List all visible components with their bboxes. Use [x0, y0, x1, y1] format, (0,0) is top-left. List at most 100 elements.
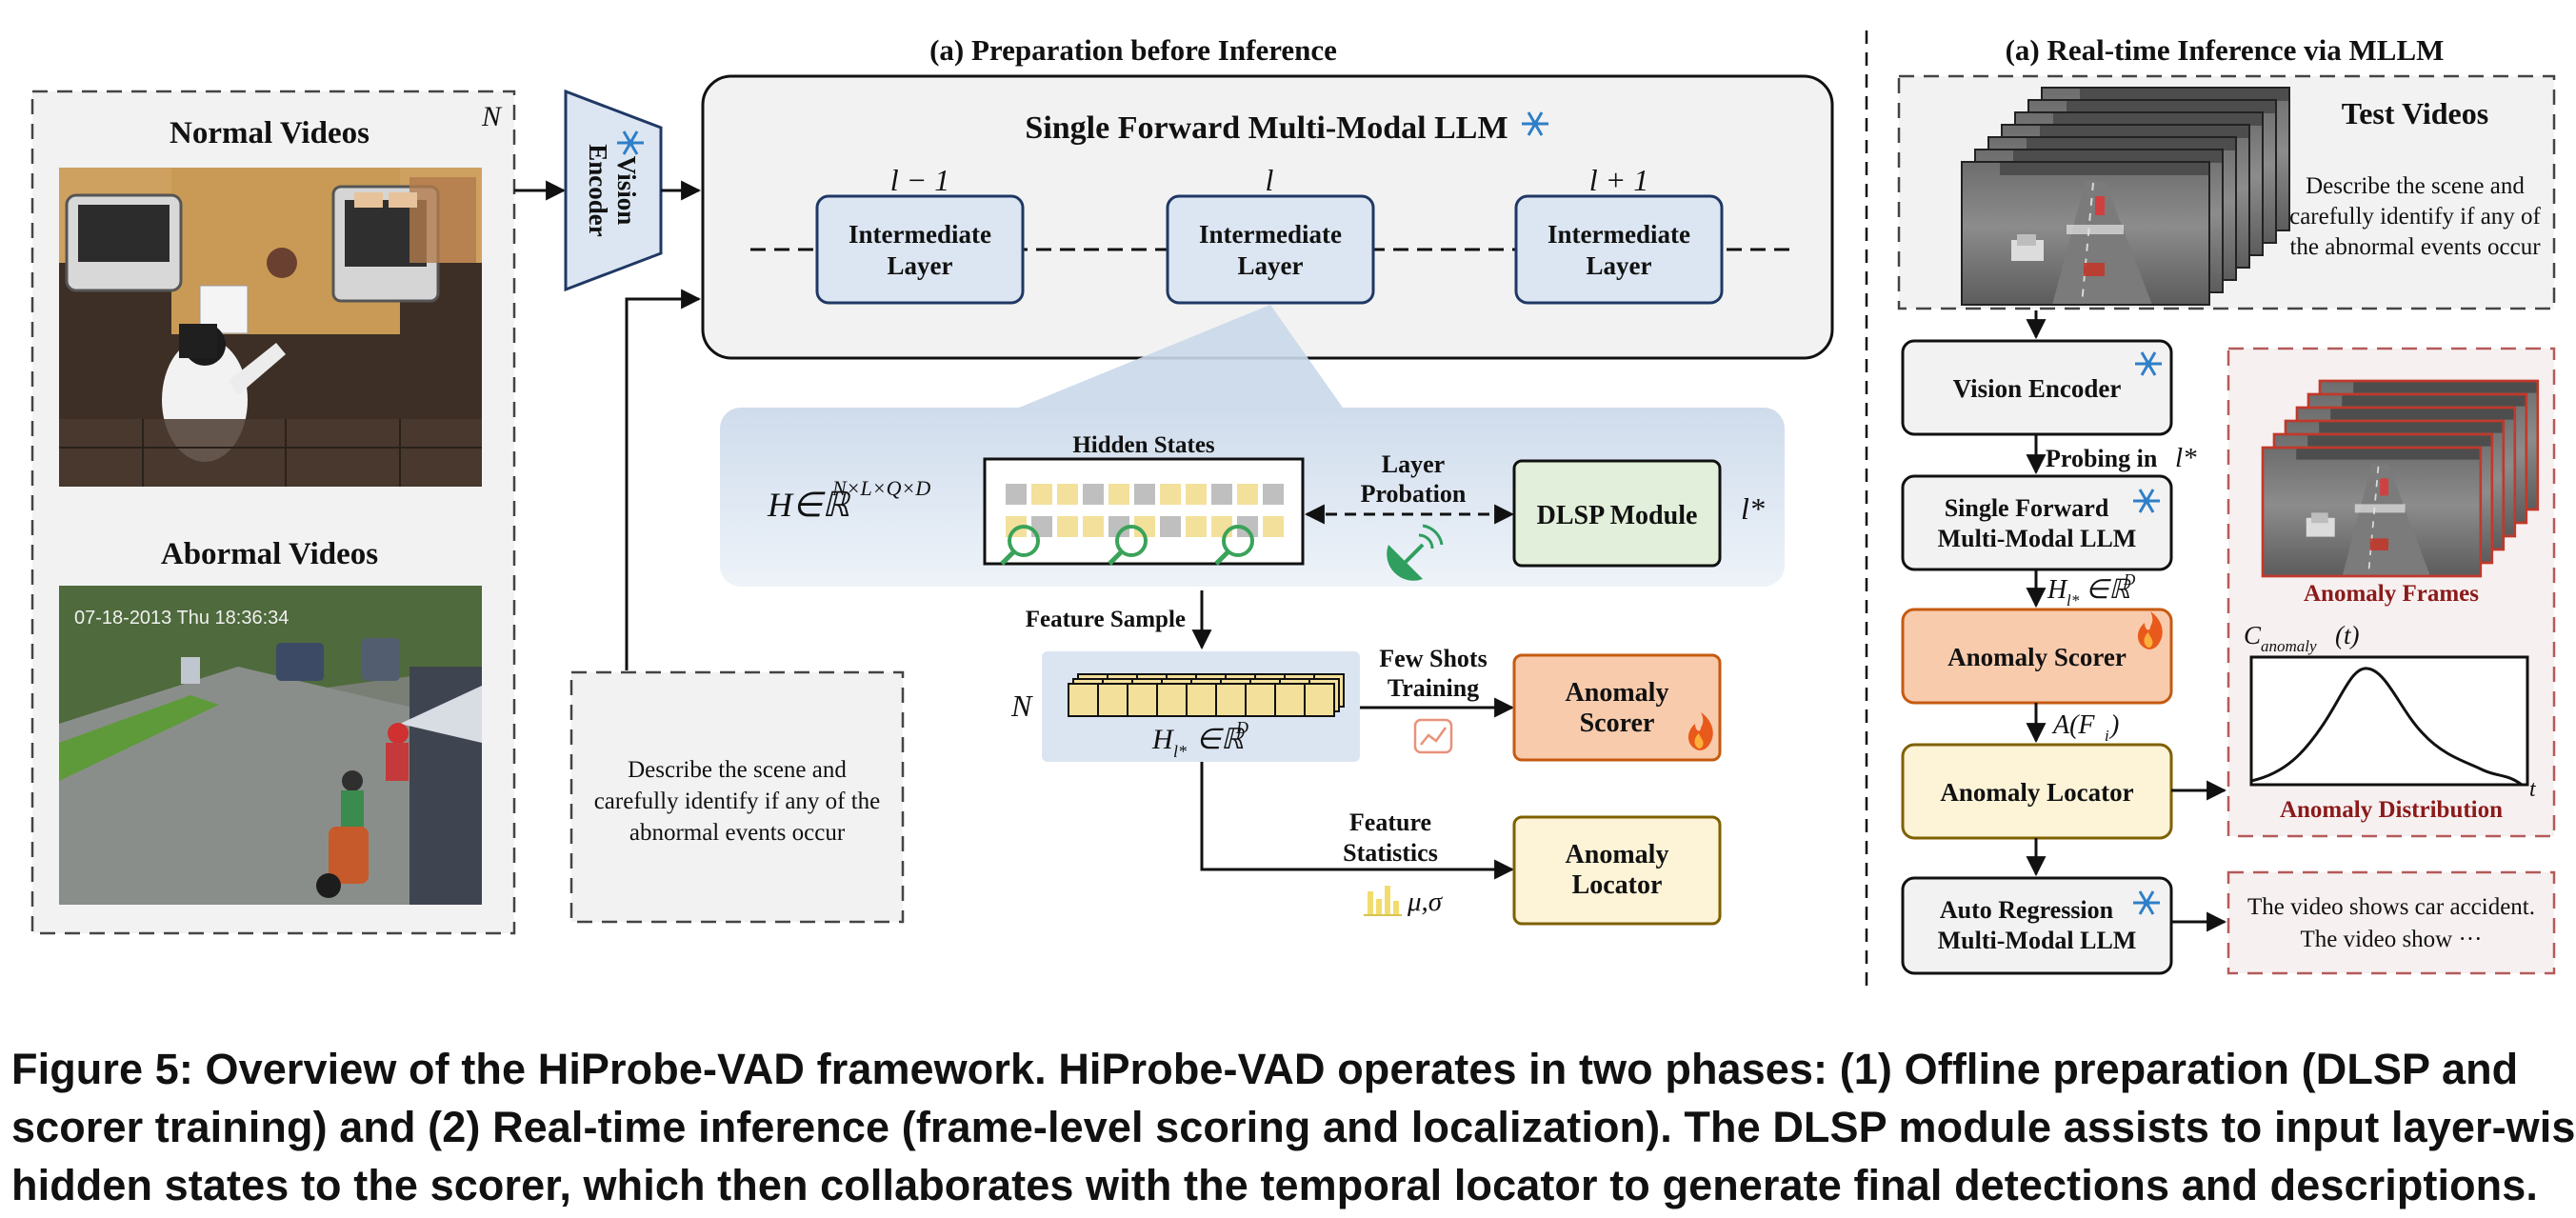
- anomaly-locator-step-label: Anomaly Locator: [1940, 778, 2133, 807]
- layer-index: l: [1266, 163, 1274, 197]
- layer-probation-line1: Layer: [1382, 450, 1445, 478]
- feature-stack: [1068, 673, 1345, 717]
- feature-cell: [1127, 683, 1158, 717]
- hidden-state-token: [1186, 516, 1207, 537]
- layer-index: l + 1: [1589, 163, 1648, 197]
- anomaly-curve: [2250, 667, 2523, 787]
- feature-cell: [1156, 683, 1188, 717]
- few-shots-line1: Few Shots: [1379, 645, 1487, 672]
- statistics-arrow: [1200, 762, 1515, 880]
- test-video-stack: [1961, 87, 2290, 306]
- h-rest: ∈ℝ: [2086, 575, 2131, 605]
- magnifier-icon: [1214, 525, 1254, 566]
- prompt-box: [569, 670, 905, 924]
- prompt-line1: Describe the scene and: [628, 757, 847, 783]
- prompt-to-llm-arrow: [625, 289, 702, 670]
- anomaly-frames-label: Anomaly Frames: [2304, 581, 2479, 607]
- few-shots-line2: Training: [1388, 674, 1479, 702]
- anomaly-score-formula: A(F i ): [2051, 710, 2119, 745]
- a-fi: A(F: [2051, 710, 2095, 740]
- abnormal-videos-title: Abormal Videos: [161, 537, 378, 571]
- h-sub: l*: [2067, 591, 2080, 609]
- output-line2: The video show ···: [2301, 927, 2483, 952]
- llm-step-line2: Multi-Modal LLM: [1938, 525, 2137, 552]
- frame-border: [2261, 446, 2483, 578]
- hidden-state-token: [1108, 484, 1129, 505]
- caption-line1: Figure 5: Overview of the HiProbe-VAD fr…: [11, 1045, 2519, 1093]
- layer-label-line2: Layer: [888, 251, 953, 280]
- hidden-state-token: [1186, 484, 1207, 505]
- hidden-state-formula: H∈ℝ N×L×Q×D: [767, 476, 930, 524]
- layer-label-line2: Layer: [1587, 251, 1652, 280]
- training-chart-icon: [1413, 718, 1453, 754]
- test-prompt-line3: the abnormal events occur: [2289, 234, 2541, 260]
- hidden-state-token: [1006, 484, 1027, 505]
- feature-cell: [1304, 683, 1335, 717]
- c-rest: (t): [2335, 621, 2359, 649]
- figure-caption: Figure 5: Overview of the HiProbe-VAD fr…: [11, 1040, 2576, 1214]
- probed-state-formula: H l* ∈ℝ D: [2047, 570, 2136, 609]
- h-feature-sub: l*: [1173, 742, 1187, 761]
- feature-cell: [1186, 683, 1217, 717]
- bar-stats-icon: [1364, 886, 1402, 916]
- auto-regression-line1: Auto Regression: [1940, 896, 2114, 924]
- feature-cell: [1097, 683, 1128, 717]
- feature-n-label: N: [1010, 689, 1033, 723]
- probing-in-label: Probing in: [2046, 445, 2158, 472]
- frame-border: [1961, 161, 2210, 306]
- llm-title: Single Forward Multi-Modal LLM: [1025, 110, 1508, 146]
- hidden-state-token: [1160, 484, 1181, 505]
- magnifier-icon: [1000, 525, 1040, 566]
- anomaly-scorer-block: [1512, 653, 1722, 762]
- hidden-state-token: [1134, 484, 1155, 505]
- prompt-line2: carefully identify if any of the: [594, 789, 881, 814]
- hiprobe-vad-diagram: (a) Preparation before Inference N Norma…: [30, 30, 2556, 987]
- feature-cell: [1245, 683, 1276, 717]
- c-label: C: [2244, 621, 2262, 649]
- test-prompt-line2: carefully identify if any of: [2289, 204, 2541, 230]
- layer-label-line1: Intermediate: [849, 220, 991, 249]
- test-video-frame: [1961, 161, 2210, 306]
- anomaly-distribution-label: Anomaly Distribution: [2280, 797, 2503, 823]
- vision-encoder-block: [564, 89, 663, 292]
- video-timestamp: 07-18-2013 Thu 18:36:34: [74, 608, 289, 629]
- hidden-state-token: [1057, 516, 1078, 537]
- intermediate-layer-prev: l − 1 Intermediate Layer: [815, 163, 1025, 305]
- layer-probation-line2: Probation: [1361, 480, 1467, 508]
- feature-stats-line2: Statistics: [1343, 839, 1438, 867]
- h-feature-sup: D: [1235, 718, 1248, 737]
- llm-step: [1901, 474, 2173, 571]
- hidden-states-title: Hidden States: [1072, 432, 1215, 458]
- dlsp-module-block: [1512, 459, 1722, 568]
- feature-cell: [1274, 683, 1306, 717]
- t-axis-label: t: [2529, 777, 2537, 802]
- layer-label-line1: Intermediate: [1199, 220, 1342, 249]
- layer-index: l − 1: [890, 163, 949, 197]
- feature-cell: [1215, 683, 1247, 717]
- normal-video-frame: [59, 168, 482, 487]
- vision-encoder-line2: Encoder: [584, 144, 612, 237]
- normal-videos-title: Normal Videos: [170, 116, 369, 150]
- anomaly-frame: [2261, 446, 2483, 578]
- hidden-state-token: [1211, 484, 1232, 505]
- satellite-dish-icon: [1387, 524, 1444, 581]
- l-star-label: l*: [1741, 491, 1765, 526]
- magnifier-icon: [1108, 525, 1148, 566]
- vision-encoder-line1: Vision: [612, 156, 641, 226]
- road-scene: [2262, 447, 2482, 577]
- probing-l-label: l*: [2175, 443, 2197, 473]
- output-line1: The video shows car accident.: [2247, 894, 2535, 920]
- h-superscript: N×L×Q×D: [831, 476, 930, 500]
- caption-line2: scorer training) and (2) Real-time infer…: [11, 1103, 2576, 1151]
- zoom-funnel: [1019, 305, 1343, 408]
- hidden-state-token: [1031, 484, 1052, 505]
- left-panel-title: (a) Preparation before Inference: [929, 33, 1337, 67]
- anomaly-locator-line2: Locator: [1572, 870, 1663, 900]
- anomaly-curve-label: C anomaly (t): [2244, 621, 2359, 655]
- prompt-line3: abnormal events occur: [629, 820, 846, 846]
- test-prompt-line1: Describe the scene and: [2306, 173, 2525, 199]
- hidden-state-token: [1263, 484, 1284, 505]
- text-output-box: [2227, 870, 2556, 975]
- layer-label-line2: Layer: [1238, 251, 1304, 280]
- distribution-plot-frame: [2249, 655, 2529, 787]
